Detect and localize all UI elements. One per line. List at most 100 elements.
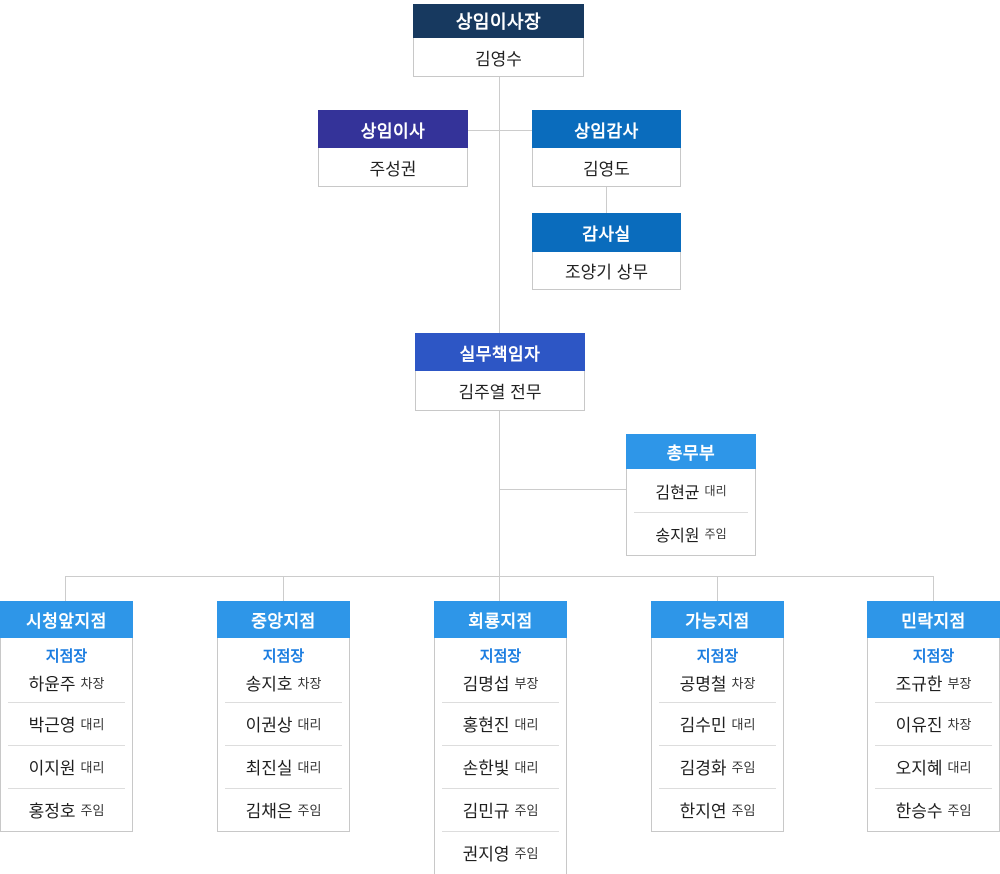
member-rank: 부장 xyxy=(947,676,972,691)
member-list: 지점장 공명철 차장 김수민 대리 김경화 주임 한지연 주임 xyxy=(651,638,784,832)
member-row: 송지원 주임 xyxy=(627,512,755,555)
member-row: 이유진 차장 xyxy=(868,702,999,745)
manager-label: 지점장 xyxy=(262,648,305,665)
member-name: 권지영 xyxy=(462,845,510,864)
member-rank: 차장 xyxy=(947,717,972,732)
node-title: 감사실 xyxy=(532,213,681,252)
member-rank: 대리 xyxy=(297,760,322,775)
member-name: 손한빛 xyxy=(462,759,510,778)
member-rank: 대리 xyxy=(80,760,105,775)
member-name: 하윤주 xyxy=(28,675,76,694)
manager-label: 지점장 xyxy=(696,648,739,665)
member-row: 권지영 주임 xyxy=(435,831,566,874)
member-rank: 차장 xyxy=(80,676,105,691)
member-row: 홍현진 대리 xyxy=(435,702,566,745)
connector-line xyxy=(283,576,284,601)
branch-title: 가능지점 xyxy=(651,601,784,638)
branch-ganeung: 가능지점 지점장 공명철 차장 김수민 대리 김경화 주임 한지연 주임 xyxy=(651,601,784,832)
member-row: 이권상 대리 xyxy=(218,702,349,745)
branch-central: 중앙지점 지점장 송지호 차장 이권상 대리 최진실 대리 김채은 주임 xyxy=(217,601,350,832)
member-name: 한승수 xyxy=(895,802,943,821)
member-rank: 주임 xyxy=(514,846,539,861)
connector-line xyxy=(65,576,66,601)
member-row: 홍정호 주임 xyxy=(1,788,132,831)
node-standing-auditor: 상임감사 김영도 xyxy=(532,110,681,187)
member-list: 김현균 대리 송지원 주임 xyxy=(626,469,756,556)
member-rank: 대리 xyxy=(704,484,727,498)
member-rank: 주임 xyxy=(80,803,105,818)
member-name: 송지원 xyxy=(655,527,700,545)
member-row: 김채은 주임 xyxy=(218,788,349,831)
member-name: 한지연 xyxy=(679,802,727,821)
manager-row: 지점장 김명섭 부장 xyxy=(435,638,566,702)
member-name: 김명섭 xyxy=(462,675,510,694)
branch-minrak: 민락지점 지점장 조규한 부장 이유진 차장 오지혜 대리 한승수 주임 xyxy=(867,601,1000,832)
member-name: 이권상 xyxy=(245,716,293,735)
member-name: 송지호 xyxy=(245,675,293,694)
node-chairman: 상임이사장 김영수 xyxy=(413,4,584,77)
member-name: 이유진 xyxy=(895,716,943,735)
node-person-name: 조양기 상무 xyxy=(532,252,681,290)
member-name: 박근영 xyxy=(28,716,76,735)
node-title: 상임이사장 xyxy=(413,4,584,38)
node-title: 상임이사 xyxy=(318,110,468,148)
member-rank: 주임 xyxy=(297,803,322,818)
member-row: 김민규 주임 xyxy=(435,788,566,831)
member-list: 지점장 하윤주 차장 박근영 대리 이지원 대리 홍정호 주임 xyxy=(0,638,133,832)
member-list: 지점장 송지호 차장 이권상 대리 최진실 대리 김채은 주임 xyxy=(217,638,350,832)
member-rank: 대리 xyxy=(80,717,105,732)
member-row: 이지원 대리 xyxy=(1,745,132,788)
member-name: 공명철 xyxy=(679,675,727,694)
connector-line xyxy=(933,576,934,601)
node-executive: 실무책임자 김주열 전무 xyxy=(415,333,585,411)
manager-label: 지점장 xyxy=(45,648,88,665)
member-rank: 대리 xyxy=(514,760,539,775)
branch-title: 회룡지점 xyxy=(434,601,567,638)
connector-line xyxy=(606,186,607,213)
member-name: 최진실 xyxy=(245,759,293,778)
manager-label: 지점장 xyxy=(479,648,522,665)
member-rank: 주임 xyxy=(947,803,972,818)
member-name: 조규한 xyxy=(895,675,943,694)
member-name: 오지혜 xyxy=(895,759,943,778)
member-row: 김경화 주임 xyxy=(652,745,783,788)
member-row: 박근영 대리 xyxy=(1,702,132,745)
node-title: 상임감사 xyxy=(532,110,681,148)
member-list: 지점장 김명섭 부장 홍현진 대리 손한빛 대리 김민규 주임 권지영 주임 xyxy=(434,638,567,874)
manager-row: 지점장 송지호 차장 xyxy=(218,638,349,702)
branch-cityhall: 시청앞지점 지점장 하윤주 차장 박근영 대리 이지원 대리 홍정호 주임 xyxy=(0,601,133,832)
member-rank: 차장 xyxy=(297,676,322,691)
branch-title: 중앙지점 xyxy=(217,601,350,638)
member-name: 김채은 xyxy=(245,802,293,821)
manager-label: 지점장 xyxy=(912,648,955,665)
member-rank: 주임 xyxy=(731,803,756,818)
member-rank: 주임 xyxy=(514,803,539,818)
connector-line xyxy=(65,576,934,577)
member-rank: 대리 xyxy=(947,760,972,775)
branch-title: 민락지점 xyxy=(867,601,1000,638)
member-row: 한승수 주임 xyxy=(868,788,999,831)
manager-row: 지점장 조규한 부장 xyxy=(868,638,999,702)
member-rank: 차장 xyxy=(731,676,756,691)
manager-row: 지점장 공명철 차장 xyxy=(652,638,783,702)
node-general-affairs: 총무부 김현균 대리 송지원 주임 xyxy=(626,434,756,556)
node-standing-director: 상임이사 주성권 xyxy=(318,110,468,187)
member-rank: 주임 xyxy=(731,760,756,775)
member-rank: 부장 xyxy=(514,676,539,691)
member-name: 홍현진 xyxy=(462,716,510,735)
member-name: 홍정호 xyxy=(28,802,76,821)
member-rank: 대리 xyxy=(297,717,322,732)
member-row: 오지혜 대리 xyxy=(868,745,999,788)
branch-title: 시청앞지점 xyxy=(0,601,133,638)
member-name: 김민규 xyxy=(462,802,510,821)
manager-row: 지점장 하윤주 차장 xyxy=(1,638,132,702)
connector-line xyxy=(499,76,500,333)
node-person-name: 주성권 xyxy=(318,148,468,187)
connector-line xyxy=(467,130,533,131)
member-row: 손한빛 대리 xyxy=(435,745,566,788)
member-name: 김수민 xyxy=(679,716,727,735)
node-audit-office: 감사실 조양기 상무 xyxy=(532,213,681,290)
member-row: 한지연 주임 xyxy=(652,788,783,831)
member-name: 이지원 xyxy=(28,759,76,778)
